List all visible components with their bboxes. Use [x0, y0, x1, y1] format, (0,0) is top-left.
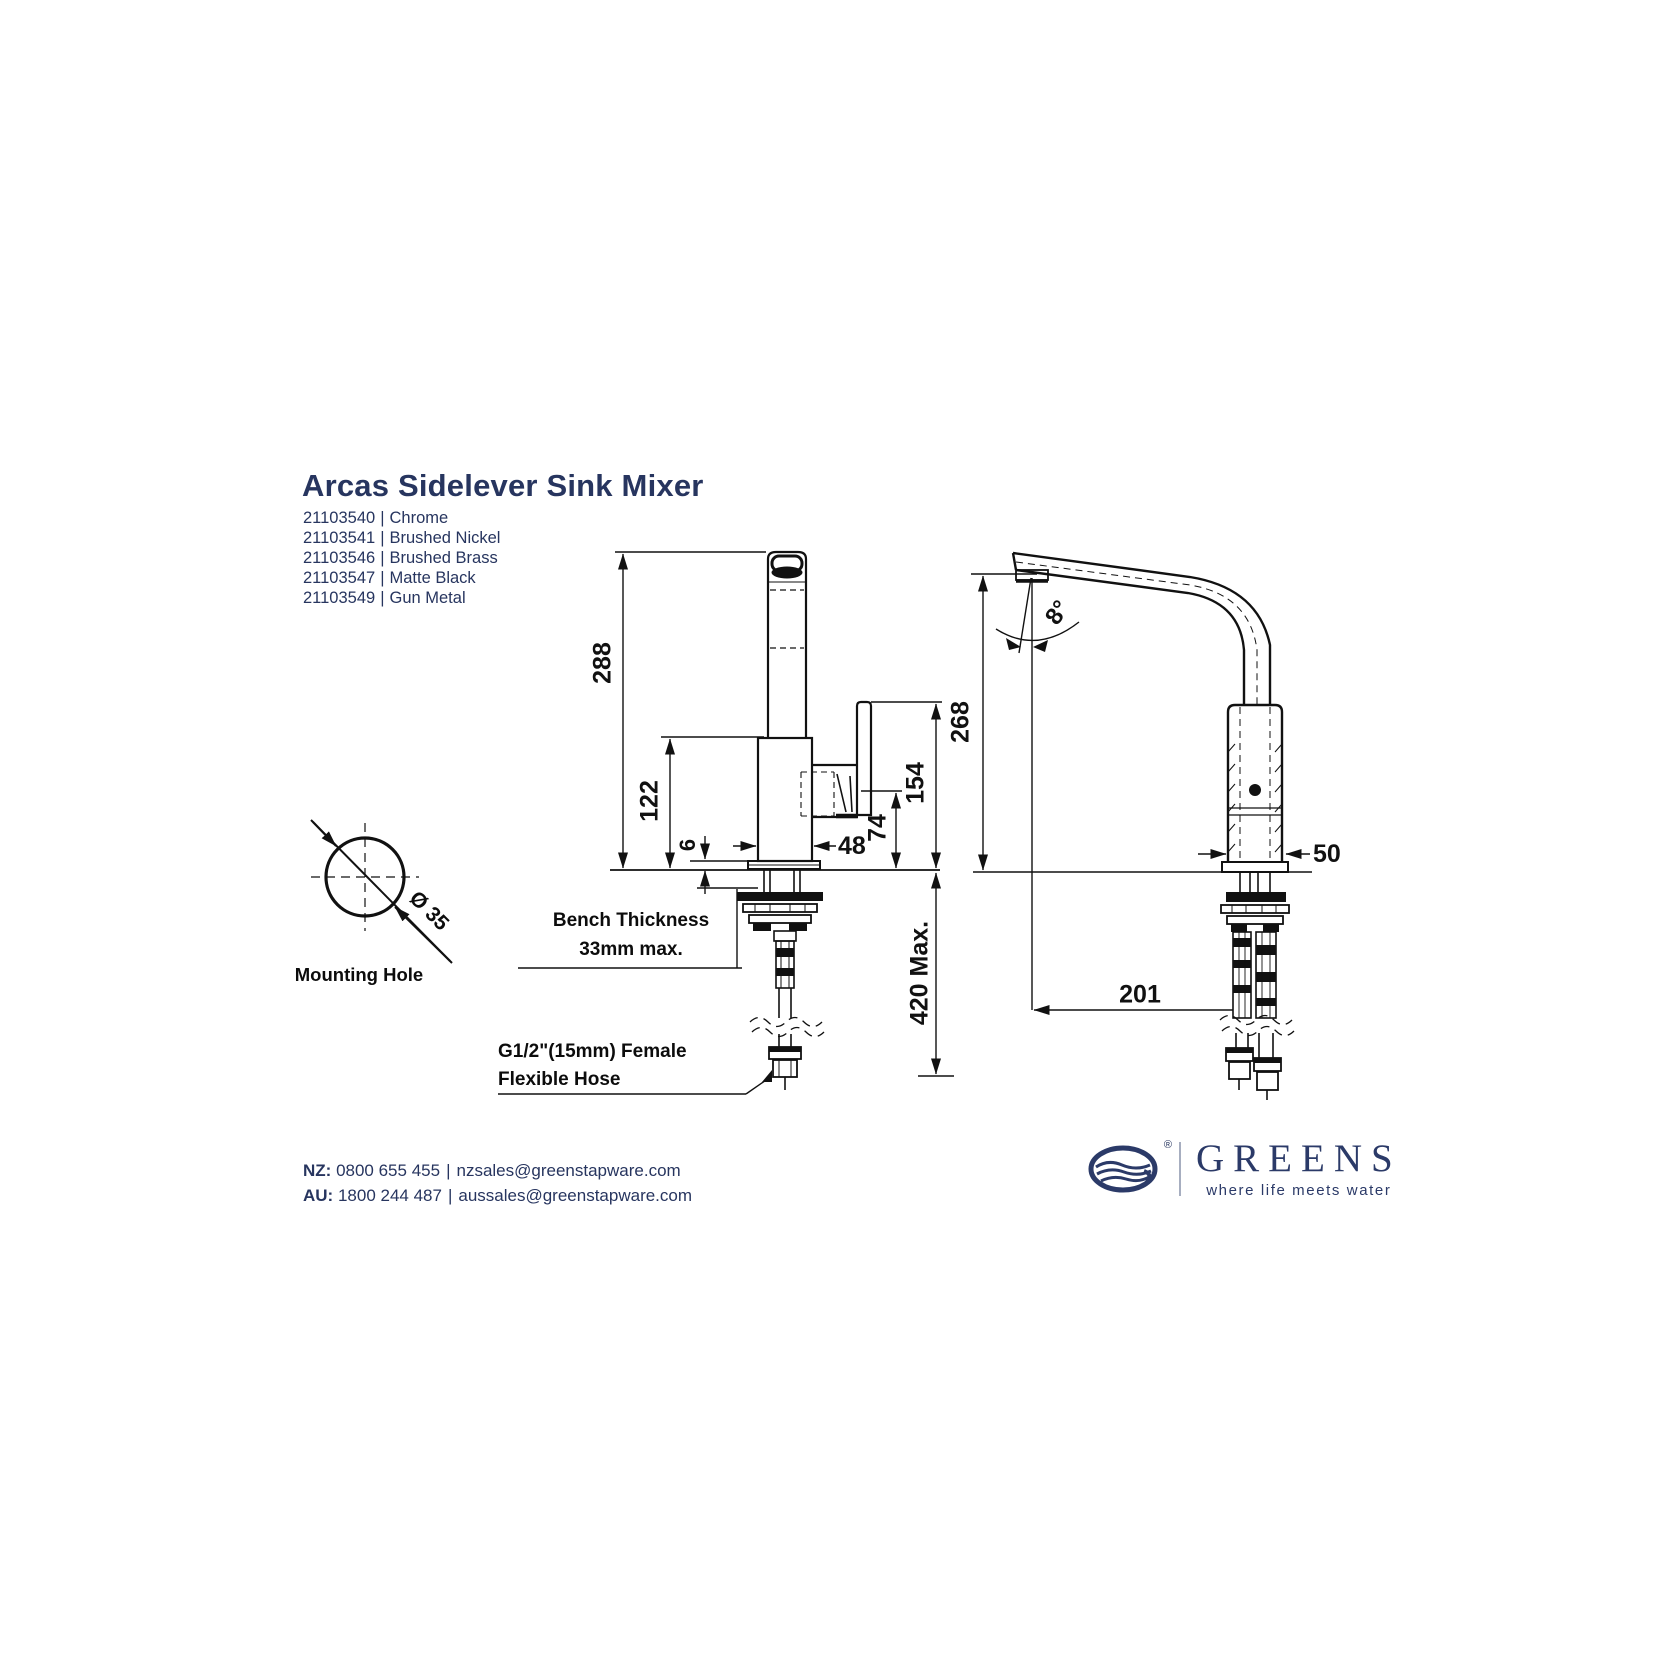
dim-spout-height-label: 268 — [946, 701, 975, 743]
dim-lever-top-label: 154 — [901, 762, 930, 804]
flexible-hose-note: G1/2"(15mm) Female Flexible Hose — [498, 1038, 687, 1094]
variant-separator: | — [380, 509, 385, 527]
variant-separator: | — [380, 589, 385, 607]
au-label: AU: — [303, 1186, 334, 1205]
registered-mark: ® — [1163, 1139, 1172, 1151]
variant-row: 21103547|Matte Black — [303, 568, 500, 588]
bench-thickness-line1: Bench Thickness — [552, 910, 710, 931]
brand-name: GREENS — [1196, 1137, 1402, 1180]
nz-label: NZ: — [303, 1161, 332, 1180]
contact-line-au: AU: 1800 244 487 | aussales@greenstapware.… — [303, 1183, 692, 1208]
logo-divider — [1179, 1142, 1181, 1196]
flexible-hose-line2: Flexible Hose — [498, 1069, 621, 1090]
flexible-hose-line1: G1/2"(15mm) Female — [498, 1041, 687, 1062]
variant-finish: Chrome — [389, 509, 449, 527]
dim-body-height-label: 122 — [635, 780, 664, 822]
contact-line-nz: NZ: 0800 655 455 | nzsales@greenstapware.c… — [303, 1158, 692, 1183]
variant-code: 21103549 — [303, 589, 376, 607]
au-email: aussales@greenstapware.com — [458, 1186, 693, 1205]
bench-thickness-line2: 33mm max. — [579, 939, 683, 960]
mounting-hole-caption: Mounting Hole — [294, 964, 424, 985]
footer-separator: | — [447, 1186, 453, 1205]
variant-row: 21103549|Gun Metal — [303, 588, 500, 608]
side-view-drawing — [973, 551, 1312, 1100]
greens-wave-icon: ® — [1088, 1139, 1172, 1197]
contact-footer: NZ: 0800 655 455|nzsales@greenstapware.c… — [303, 1158, 692, 1208]
variant-code: 21103541 — [303, 529, 376, 547]
variant-code: 21103540 — [303, 509, 376, 527]
front-view-dimensions — [498, 551, 954, 1095]
dim-lever-bottom-label: 74 — [863, 814, 892, 842]
mounting-hole-diagram — [310, 819, 453, 964]
variant-finish: Matte Black — [389, 569, 476, 587]
variant-code: 21103547 — [303, 569, 376, 587]
front-view-drawing — [610, 550, 940, 1090]
footer-separator: | — [446, 1161, 451, 1180]
bench-thickness-note: Bench Thickness 33mm max. — [518, 906, 744, 964]
dim-spout-reach-label: 201 — [1119, 980, 1161, 1009]
variant-code: 21103546 — [303, 549, 376, 567]
variant-finish: Brushed Brass — [389, 549, 498, 567]
brand-logo: ® GREENS where life meets water — [1088, 1128, 1402, 1210]
nz-phone: 0800 655 455 — [336, 1161, 441, 1180]
dim-body-width-label: 48 — [838, 832, 866, 860]
brand-tagline: where life meets water — [1206, 1182, 1392, 1199]
variant-row: 21103546|Brushed Brass — [303, 548, 500, 568]
variant-separator: | — [380, 549, 385, 567]
nz-email: nzsales@greenstapware.com — [456, 1161, 681, 1180]
variant-row: 21103541|Brushed Nickel — [303, 528, 500, 548]
variant-row: 21103540|Chrome — [303, 508, 500, 528]
variant-separator: | — [380, 529, 385, 547]
dim-body-depth-label: 50 — [1313, 840, 1341, 868]
dim-base-plate-label: 6 — [675, 838, 700, 852]
variant-finish: Gun Metal — [389, 589, 466, 607]
page-title: Arcas Sidelever Sink Mixer — [302, 468, 704, 503]
au-phone: 1800 244 487 — [337, 1186, 442, 1205]
dim-under-bench-label: 420 Max. — [905, 920, 934, 1026]
variant-finish: Brushed Nickel — [389, 529, 501, 547]
side-view-dimensions — [971, 573, 1310, 1015]
variant-separator: | — [380, 569, 385, 587]
dim-total-height-label: 288 — [588, 642, 617, 684]
variant-list: 21103540|Chrome 21103541|Brushed Nickel … — [303, 508, 500, 608]
